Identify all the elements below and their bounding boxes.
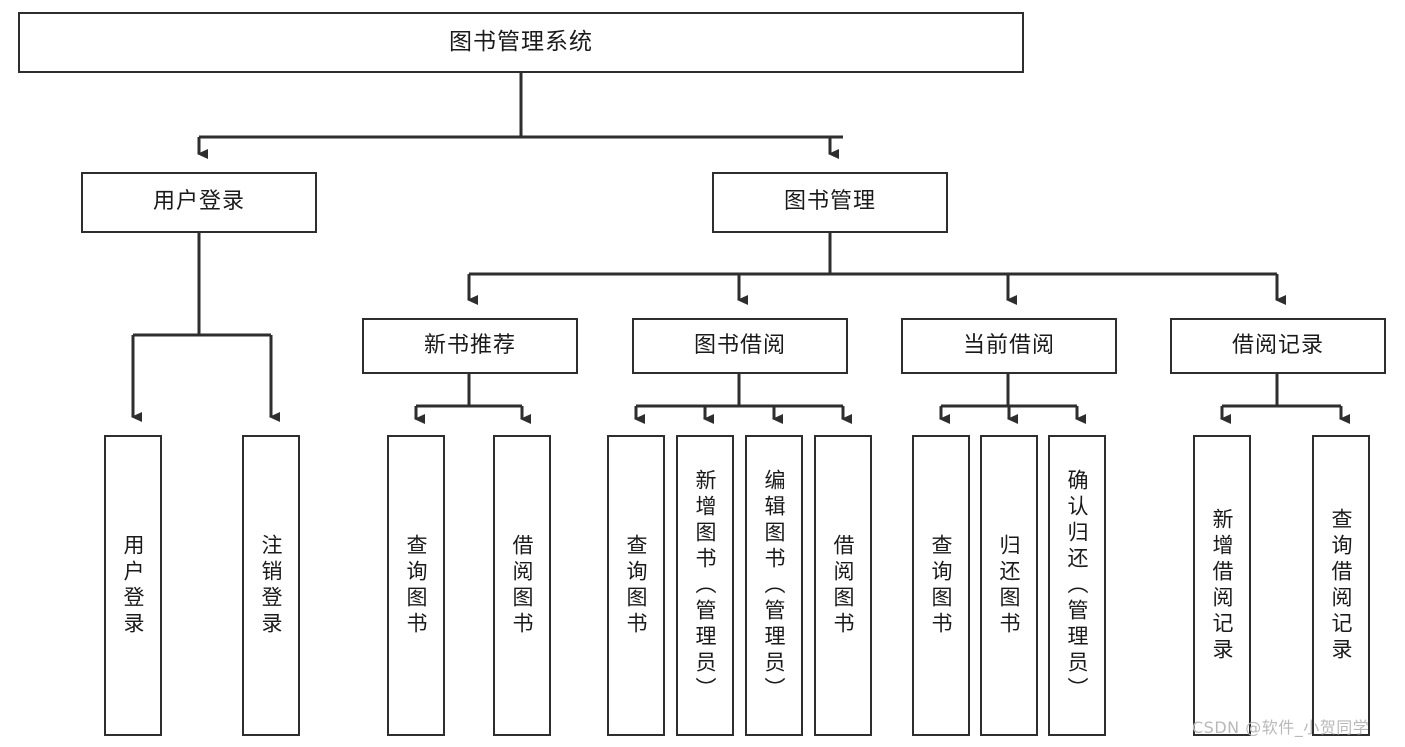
node-label: 图书管理系统 bbox=[449, 28, 593, 55]
node-label: 新增借阅记录 bbox=[1210, 507, 1235, 664]
node-label: 归还图书 bbox=[997, 533, 1022, 638]
node-label: 当前借阅 bbox=[962, 332, 1055, 358]
leaf-new-book-borrow-book[interactable]: 借阅图书 bbox=[493, 435, 551, 736]
node-label: 图书管理 bbox=[783, 189, 876, 215]
node-label: 编辑图书（管理员） bbox=[762, 468, 787, 703]
node-root-book-management-system[interactable]: 图书管理系统 bbox=[18, 12, 1024, 73]
leaf-borrow-record-query-record[interactable]: 查询借阅记录 bbox=[1312, 435, 1370, 736]
node-label: 查询图书 bbox=[929, 533, 954, 638]
node-label: 查询图书 bbox=[404, 533, 429, 638]
node-borrow-record[interactable]: 借阅记录 bbox=[1170, 318, 1386, 374]
node-label: 新增图书（管理员） bbox=[693, 468, 718, 703]
leaf-user-login-login[interactable]: 用户登录 bbox=[104, 435, 162, 736]
node-label: 新书推荐 bbox=[423, 332, 516, 358]
node-label: 图书借阅 bbox=[693, 332, 786, 358]
node-label: 确认归还（管理员） bbox=[1065, 468, 1090, 703]
leaf-current-borrow-query-book[interactable]: 查询图书 bbox=[912, 435, 970, 736]
leaf-book-borrow-edit-book-admin[interactable]: 编辑图书（管理员） bbox=[745, 435, 803, 736]
node-book-management[interactable]: 图书管理 bbox=[712, 172, 948, 233]
leaf-current-borrow-return-book[interactable]: 归还图书 bbox=[980, 435, 1038, 736]
leaf-book-borrow-query-book[interactable]: 查询图书 bbox=[607, 435, 665, 736]
node-book-borrow[interactable]: 图书借阅 bbox=[632, 318, 848, 374]
csdn-watermark: CSDN @软件_小贺同学 bbox=[1192, 718, 1370, 737]
leaf-book-borrow-borrow-book[interactable]: 借阅图书 bbox=[814, 435, 872, 736]
leaf-borrow-record-add-record[interactable]: 新增借阅记录 bbox=[1193, 435, 1251, 736]
node-label: 借阅图书 bbox=[510, 533, 535, 638]
node-label: 查询图书 bbox=[624, 533, 649, 638]
node-label: 用户登录 bbox=[152, 189, 245, 215]
node-label: 查询借阅记录 bbox=[1329, 507, 1354, 664]
leaf-user-login-logout[interactable]: 注销登录 bbox=[242, 435, 300, 736]
node-label: 借阅记录 bbox=[1231, 332, 1324, 358]
node-new-book-recommend[interactable]: 新书推荐 bbox=[362, 318, 578, 374]
node-label: 用户登录 bbox=[121, 533, 146, 638]
node-label: 借阅图书 bbox=[831, 533, 856, 638]
leaf-current-borrow-confirm-return-admin[interactable]: 确认归还（管理员） bbox=[1048, 435, 1106, 736]
node-label: 注销登录 bbox=[259, 533, 284, 638]
node-current-borrow[interactable]: 当前借阅 bbox=[901, 318, 1117, 374]
leaf-new-book-query-book[interactable]: 查询图书 bbox=[387, 435, 445, 736]
node-user-login[interactable]: 用户登录 bbox=[81, 172, 317, 233]
leaf-book-borrow-add-book-admin[interactable]: 新增图书（管理员） bbox=[676, 435, 734, 736]
